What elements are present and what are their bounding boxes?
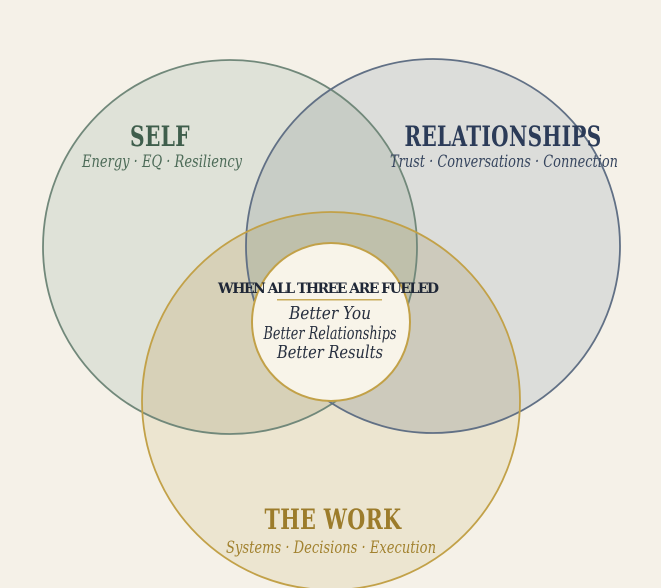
center-circle-ring <box>251 242 411 402</box>
center-heading: WHEN ALL THREE ARE FUELED <box>217 281 442 297</box>
work-label: THE WORK <box>265 503 403 536</box>
relationships-label: RELATIONSHIPS <box>405 120 602 153</box>
center-circle <box>252 243 410 401</box>
center-line-better-relationships: Better Relationships <box>263 323 397 344</box>
center-line-better-results: Better Results <box>276 342 383 363</box>
self-circle-outline <box>42 59 418 435</box>
center-divider <box>277 299 382 301</box>
center-line-better-you: Better You <box>288 303 371 324</box>
work-circle-outline <box>141 211 521 588</box>
relationships-circle-outline <box>245 58 621 434</box>
self-label: SELF <box>130 120 190 153</box>
work-subtitle: Systems · Decisions · Execution <box>226 538 436 558</box>
self-subtitle: Energy · EQ · Resiliency <box>81 152 242 172</box>
relationships-subtitle: Trust · Conversations · Connection <box>390 152 618 172</box>
